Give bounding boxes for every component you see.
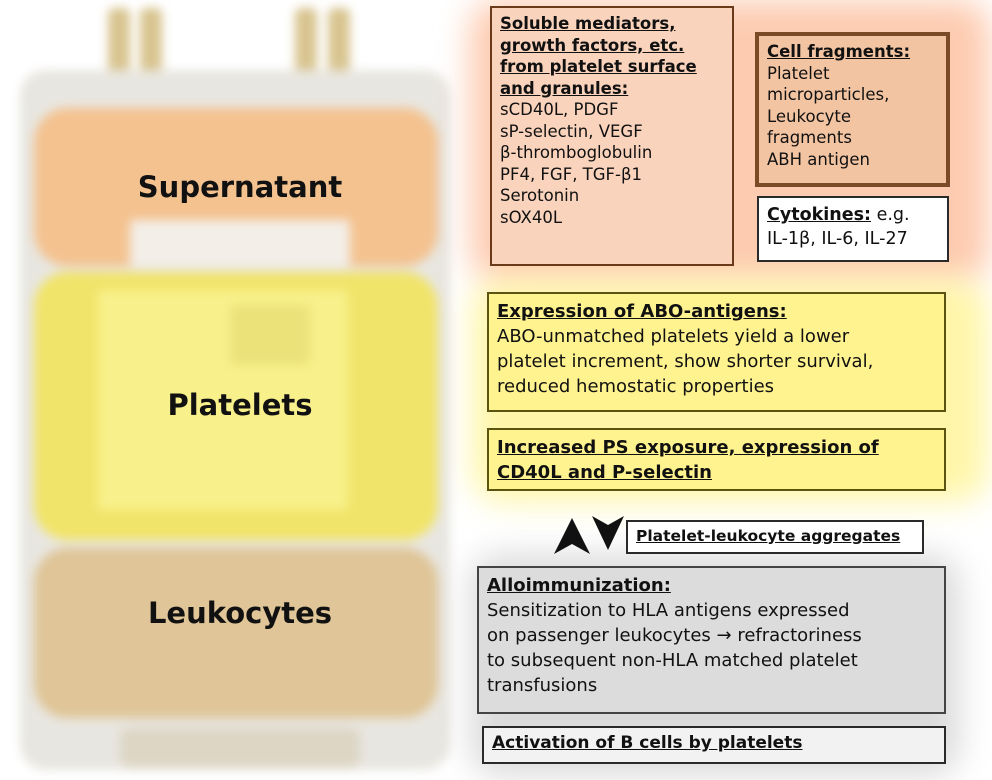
bag-tube xyxy=(295,8,317,78)
abo-line: platelet increment, show shorter surviva… xyxy=(497,351,874,372)
ps-exposure-box: Increased PS exposure, expression of CD4… xyxy=(487,428,946,491)
leukocytes-label: Leukocytes xyxy=(147,596,333,630)
cell-fragments-item: microparticles, xyxy=(767,85,890,104)
bag-tube xyxy=(140,8,162,78)
ps-line: CD40L and P-selectin xyxy=(497,462,712,483)
cytokines-heading: Cytokines: xyxy=(767,205,872,225)
blood-bag-image xyxy=(0,0,470,780)
supernatant-label: Supernatant xyxy=(137,170,343,204)
bag-label-sticker xyxy=(230,305,310,365)
leukocytes-zone xyxy=(34,548,438,718)
soluble-heading-line: and granules: xyxy=(500,78,629,98)
cell-fragments-item: Platelet xyxy=(767,63,830,83)
up-down-arrows-icon xyxy=(554,516,624,554)
cell-fragments-heading: Cell fragments: xyxy=(767,42,911,61)
bag-tube xyxy=(328,8,350,78)
ps-line: Increased PS exposure, expression of xyxy=(497,437,879,458)
platelets-label: Platelets xyxy=(167,388,313,422)
soluble-item: β-thromboglobulin xyxy=(500,143,653,162)
bag-tube xyxy=(108,8,130,78)
aggregates-box: Platelet-leukocyte aggregates xyxy=(626,520,924,554)
bag-label-sticker xyxy=(130,220,350,266)
soluble-item: sP-selectin, VEGF xyxy=(500,121,643,141)
aggregates-label: Platelet-leukocyte aggregates xyxy=(636,527,901,545)
abo-line: reduced hemostatic properties xyxy=(497,376,775,397)
allo-line: to subsequent non-HLA matched platelet xyxy=(487,650,858,671)
allo-heading: Alloimmunization: xyxy=(487,575,671,596)
cell-fragments-item: ABH antigen xyxy=(767,149,870,169)
b-cell-activation-label: Activation of B cells by platelets xyxy=(492,733,803,753)
bag-bottom xyxy=(120,728,360,768)
abo-heading: Expression of ABO-antigens: xyxy=(497,301,787,322)
cell-fragments-box: Cell fragments: Platelet microparticles,… xyxy=(755,32,950,187)
soluble-heading-line: from platelet surface xyxy=(500,57,697,76)
soluble-item: Serotonin xyxy=(500,186,580,205)
arrow-up-icon xyxy=(554,518,590,554)
cytokines-box: Cytokines: e.g. IL-1β, IL-6, IL-27 xyxy=(757,196,949,262)
soluble-item: sOX40L xyxy=(500,207,563,227)
soluble-mediators-box: Soluble mediators, growth factors, etc. … xyxy=(490,6,734,266)
cytokines-items: IL-1β, IL-6, IL-27 xyxy=(767,229,908,249)
cell-fragments-item: fragments xyxy=(767,128,852,147)
cell-fragments-item: Leukocyte xyxy=(767,106,852,126)
arrow-down-icon xyxy=(592,516,624,550)
soluble-heading-line: Soluble mediators, xyxy=(500,14,676,33)
cytokines-suffix: e.g. xyxy=(871,205,910,225)
allo-line: transfusions xyxy=(487,675,598,696)
alloimmunization-box: Alloimmunization: Sensitization to HLA a… xyxy=(477,566,946,714)
b-cell-activation-box: Activation of B cells by platelets xyxy=(482,726,946,764)
abo-antigens-box: Expression of ABO-antigens: ABO-unmatche… xyxy=(487,292,946,412)
soluble-item: PF4, FGF, TGF-β1 xyxy=(500,164,643,184)
allo-line: Sensitization to HLA antigens expressed xyxy=(487,600,850,621)
allo-line: on passenger leukocytes → refractoriness xyxy=(487,625,862,646)
soluble-heading-line: growth factors, etc. xyxy=(500,35,685,55)
soluble-item: sCD40L, PDGF xyxy=(500,100,619,119)
blood-bag: Supernatant Platelets Leukocytes xyxy=(0,0,470,780)
abo-line: ABO-unmatched platelets yield a lower xyxy=(497,326,850,347)
